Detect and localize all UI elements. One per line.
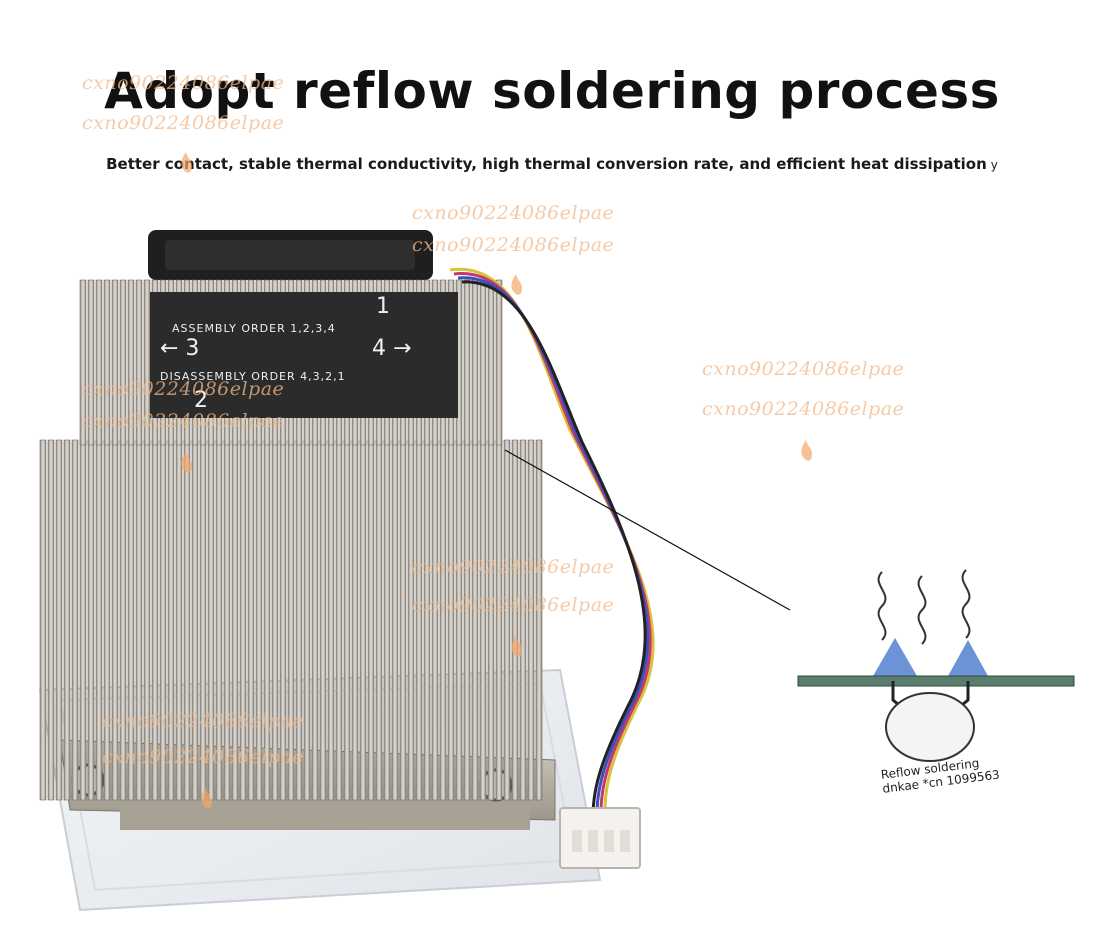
heatsink-fin bbox=[479, 439, 487, 801]
reflow-diagram bbox=[797, 569, 1075, 762]
heatsink-fin bbox=[495, 439, 503, 801]
heatsink-fin bbox=[471, 279, 479, 446]
heatsink-fin bbox=[375, 439, 383, 801]
heat-wave-2 bbox=[917, 575, 927, 645]
subtitle-text: Better contact, stable thermal conductiv… bbox=[106, 155, 987, 173]
heatsink-fin bbox=[407, 439, 415, 801]
sticker-assembly-text: ASSEMBLY ORDER 1,2,3,4 bbox=[172, 322, 336, 335]
fan-cable bbox=[449, 267, 655, 817]
watermark-text: cxno90224086elpae bbox=[82, 378, 285, 400]
heatsink-fin bbox=[487, 439, 495, 801]
circuit-board bbox=[797, 675, 1075, 687]
watermark-text: cxno90224086elpae bbox=[412, 556, 615, 578]
heatsink-fin bbox=[391, 439, 399, 801]
heatsink-fin bbox=[119, 279, 127, 446]
heatsink-fin bbox=[455, 439, 463, 801]
heatsink-fin bbox=[79, 279, 87, 446]
callout-line bbox=[504, 449, 791, 611]
heatsink-fin bbox=[303, 439, 311, 801]
heatsink-fin bbox=[367, 439, 375, 801]
heatsink-fin bbox=[423, 439, 431, 801]
heat-wave-3 bbox=[961, 569, 971, 639]
flame-icon bbox=[181, 152, 192, 173]
heatsink-fin bbox=[55, 439, 63, 801]
watermark-text: cxno90224086elpae bbox=[412, 234, 615, 256]
page-title: Adopt reflow soldering process bbox=[104, 62, 1000, 120]
heatsink-fin bbox=[351, 439, 359, 801]
heatsink-fin bbox=[519, 439, 527, 801]
sticker-num-3: ← 3 bbox=[160, 336, 200, 361]
heatsink-fin bbox=[319, 439, 327, 801]
heatsink-fin bbox=[47, 439, 55, 801]
heatsink-fin bbox=[415, 439, 423, 801]
heatsink-fin bbox=[359, 439, 367, 801]
heatsink-fin bbox=[327, 439, 335, 801]
flame-icon bbox=[511, 274, 522, 295]
watermark-text: cxno90224086elpae bbox=[82, 72, 285, 94]
heatsink-fin bbox=[343, 439, 351, 801]
heatsink-fin bbox=[447, 439, 455, 801]
subtitle-trail: y bbox=[990, 158, 998, 172]
solder-triangle-left bbox=[873, 638, 917, 676]
heatsink-fin bbox=[495, 279, 503, 446]
heatsink-fin bbox=[511, 439, 519, 801]
fin-stack-main bbox=[39, 439, 543, 801]
heatsink-fin bbox=[479, 279, 487, 446]
heatsink-fin bbox=[127, 279, 135, 446]
flame-icon bbox=[201, 788, 212, 809]
heatsink-fin bbox=[487, 279, 495, 446]
sticker-num-2: 2 bbox=[194, 388, 208, 413]
heatsink-fin bbox=[431, 439, 439, 801]
sticker-disassembly-text: DISASSEMBLY ORDER 4,3,2,1 bbox=[160, 370, 346, 383]
heatsink-fin bbox=[463, 279, 471, 446]
fan-connector bbox=[559, 807, 641, 869]
heatsink-fin bbox=[383, 439, 391, 801]
flame-icon bbox=[181, 452, 192, 473]
heatsink-fin bbox=[87, 439, 95, 801]
sticker-num-1: 1 bbox=[376, 294, 390, 319]
watermark-flames bbox=[181, 152, 812, 809]
heatsink-fin bbox=[439, 439, 447, 801]
fan-housing bbox=[148, 230, 433, 280]
watermark-text: cxno90224086elpae bbox=[82, 112, 285, 134]
watermark-text: cxno90224086elpae bbox=[412, 202, 615, 224]
watermark-text: cxno90224086elpae bbox=[82, 410, 285, 432]
heatsink-fin bbox=[71, 439, 79, 801]
page-subtitle: Better contact, stable thermal conductiv… bbox=[0, 155, 1104, 173]
sticker-num-4: 4 → bbox=[372, 336, 412, 361]
watermark-text: cxno90224086elpae bbox=[102, 710, 305, 732]
heatsink-fin bbox=[39, 439, 47, 801]
watermark-text: cxno90224086elpae bbox=[412, 594, 615, 616]
heatsink-fin bbox=[87, 279, 95, 446]
solder-triangle-right bbox=[948, 640, 988, 676]
heatsink-fin bbox=[535, 439, 543, 801]
heatsink-fin bbox=[63, 439, 71, 801]
heatsink-fin bbox=[471, 439, 479, 801]
heatsink-fin bbox=[79, 439, 87, 801]
heatsink-fin bbox=[503, 439, 511, 801]
watermark-text: cxno90224086elpae bbox=[702, 398, 905, 420]
heatsink-fin bbox=[335, 439, 343, 801]
heatsink-fin bbox=[95, 279, 103, 446]
heatsink-fin bbox=[111, 279, 119, 446]
watermark-text: cxno90224086elpae bbox=[702, 358, 905, 380]
heatsink-fin bbox=[527, 439, 535, 801]
solder-ball bbox=[885, 692, 975, 762]
heat-wave-1 bbox=[877, 571, 887, 641]
heatsink-fin bbox=[103, 279, 111, 446]
heatsink-fin bbox=[463, 439, 471, 801]
heatsink-fin bbox=[135, 279, 143, 446]
watermark-text: cxno90224086elpae bbox=[102, 746, 305, 768]
flame-icon bbox=[511, 636, 522, 657]
heatsink-fin bbox=[399, 439, 407, 801]
flame-icon bbox=[801, 440, 812, 461]
heatsink-fin bbox=[311, 439, 319, 801]
assembly-sticker bbox=[150, 292, 458, 418]
